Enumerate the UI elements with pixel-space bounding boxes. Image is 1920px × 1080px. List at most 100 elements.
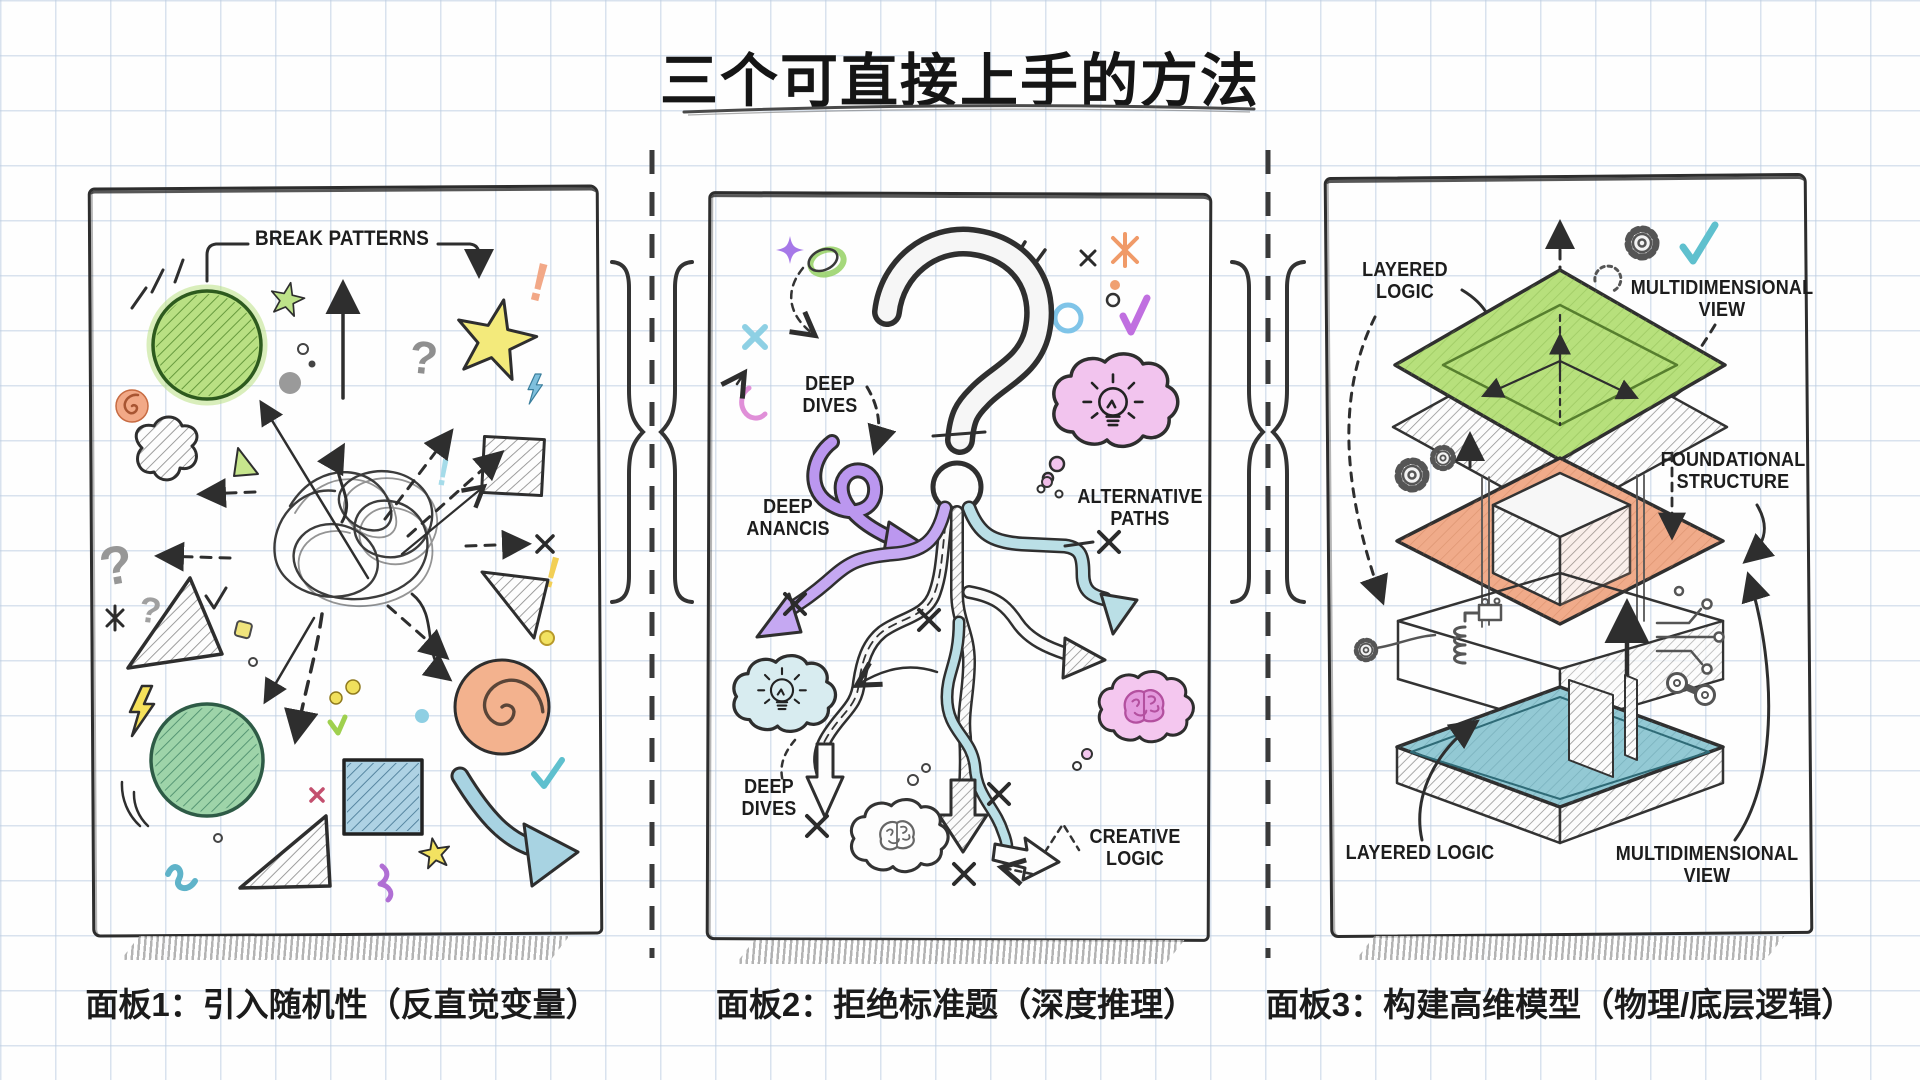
scribble-tangle-icon [273, 469, 438, 608]
yellow-lightning-icon [128, 684, 156, 738]
pink-bulb-cloud-icon [1036, 352, 1180, 494]
branch-paths [781, 500, 1113, 861]
small-green-star-icon [270, 281, 306, 317]
gray-blob-icon [134, 415, 199, 482]
gray-triangle-icon [126, 576, 224, 670]
chain-link-icon [1666, 672, 1716, 706]
label-layered-logic-top: LAYERED LOGIC [1362, 259, 1448, 303]
asterisk-icon [105, 604, 125, 632]
spring-icon [1453, 611, 1481, 665]
pink-x-icon [309, 787, 325, 803]
panel-2-caption: 面板2：拒绝标准题（深度推理） [715, 986, 1197, 1023]
blue-circle-doodle [1052, 302, 1084, 334]
label-deep-anancis: DEEP ANANCIS [746, 496, 830, 540]
teal-arrowhead-icon [1099, 592, 1139, 636]
sparkle-rays-icon [130, 258, 185, 310]
question-mark-icon [872, 226, 1055, 514]
hatched-cube-icon [1491, 471, 1632, 607]
panel-1-art: ? ! ! [95, 242, 580, 903]
yellow-square-icon [233, 620, 253, 640]
panel-1-shadow [120, 936, 570, 960]
page-title: 三个可直接上手的方法 [659, 49, 1261, 114]
dashed-curve [789, 266, 820, 339]
small-green-triangle-icon [233, 447, 259, 477]
blue-x-icon [742, 324, 768, 350]
purple-check-icon [1119, 294, 1151, 336]
label-multidimensional-view-top: MULTIDIMENSIONAL VIEW [1630, 277, 1814, 321]
radiating-arrows [154, 399, 532, 745]
panel-3-shadow [1355, 936, 1785, 960]
green-check-doodle [327, 714, 348, 736]
hatched-arrowhead-icon [1061, 636, 1107, 680]
check-doodle-icon [204, 586, 228, 610]
left-brace-icon [610, 260, 646, 604]
break-patterns-bracket [205, 242, 494, 400]
x-mark-icon [535, 534, 555, 554]
white-brain-cloud-icon [849, 763, 950, 874]
gray-square-icon [480, 434, 546, 498]
purple-squiggle-icon [377, 863, 394, 903]
gray-triangle-icon [238, 814, 332, 890]
label-creative-logic: CREATIVE LOGIC [1089, 826, 1181, 870]
label-break-patterns: BREAK PATTERNS [254, 227, 430, 250]
small-yellow-star-icon [418, 837, 451, 870]
divider-2 [1230, 150, 1306, 958]
x-marks [783, 530, 1121, 886]
question-mark-doodle: ? [407, 330, 440, 385]
machine-icon [1477, 597, 1503, 622]
teal-check-icon [1679, 221, 1719, 265]
orange-dot-icon [1110, 280, 1120, 290]
green-circle-icon [146, 284, 268, 406]
right-brace-icon [1270, 260, 1306, 604]
blue-bulb-cloud-icon [732, 653, 838, 734]
small-spiral-icon [115, 389, 149, 423]
yellow-dot-icon [345, 679, 361, 695]
purple-arrowhead-icon [755, 592, 803, 639]
hatched-fin [1568, 679, 1614, 778]
panel-3-caption: 面板3：构建高维模型（物理/底层逻辑） [1265, 986, 1855, 1023]
pink-brain-cloud-icon [1072, 669, 1195, 771]
x-mark-icon [1079, 249, 1097, 267]
gray-triangle-icon [480, 570, 550, 640]
purple-spiral-arrow-icon [806, 434, 925, 560]
teal-check-icon [531, 757, 565, 789]
outline-down-arrow-icon [805, 742, 845, 819]
blue-square-icon [342, 758, 424, 836]
label-foundational-structure: FOUNDATIONAL STRUCTURE [1660, 449, 1806, 493]
left-brace-icon [1230, 260, 1266, 604]
purple-sparkle-icon [776, 236, 804, 264]
divider-1 [610, 150, 694, 958]
orange-spiral-icon [453, 658, 551, 756]
yellow-star-icon [457, 298, 539, 381]
yellow-dot-icon [329, 691, 343, 705]
teal-slab-layer [1395, 674, 1725, 845]
pink-curl-doodle [720, 368, 768, 421]
orange-layer [1395, 456, 1725, 626]
right-brace-icon [658, 260, 694, 604]
label-alternative-paths: ALTERNATIVE PATHS [1077, 486, 1203, 530]
green-loop-doodle [807, 246, 847, 278]
teal-green-circle-icon [120, 702, 265, 828]
label-deep-dives-bottom: DEEP DIVES [741, 776, 797, 820]
panel-2-shadow [735, 940, 1185, 964]
green-layer [1393, 268, 1727, 462]
panel-1-caption: 面板1：引入随机性（反直觉变量） [85, 986, 599, 1023]
dotted-spiral-icon [1593, 264, 1623, 293]
label-layered-logic-bottom: LAYERED LOGIC [1345, 842, 1495, 864]
blue-dot-icon [415, 709, 429, 723]
blue-lightning-icon [527, 373, 544, 405]
panel-3-art [1347, 219, 1775, 845]
hatched-down-arrow-icon [937, 778, 989, 854]
panel-2-art [720, 226, 1195, 887]
gray-dot-icon [279, 372, 301, 394]
cyan-exclamation-doodle: ! [433, 452, 453, 496]
teal-arrow-icon [450, 766, 580, 888]
label-deep-dives-top: DEEP DIVES [802, 373, 858, 417]
orange-exclamation-doodle: ! [523, 251, 555, 314]
yellow-dot-icon [539, 630, 555, 646]
motion-arcs-icon [120, 780, 150, 828]
circuit-icon [1655, 585, 1725, 675]
hatched-fin [1624, 674, 1638, 761]
title-underline [682, 104, 1256, 116]
